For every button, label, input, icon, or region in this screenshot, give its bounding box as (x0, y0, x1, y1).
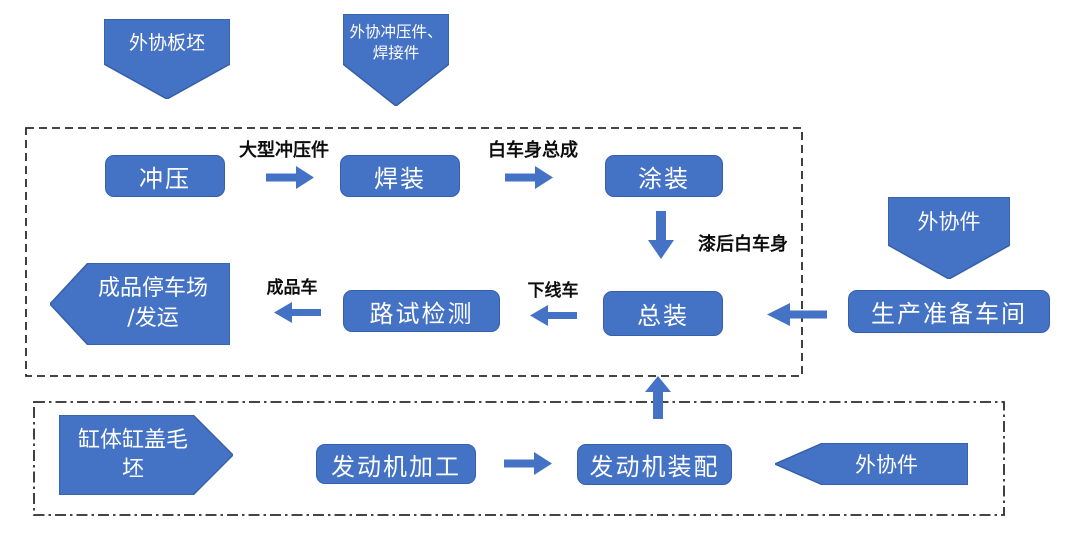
cylinder-blank-line1: 缸体缸盖毛 (77, 428, 188, 453)
outsourced-parts-bottom-pentagon: 外协件 (775, 443, 968, 485)
outsourced-parts-top-label: 外协件 (917, 209, 981, 234)
cylinder-blank-label: 缸体缸盖毛 坯 (59, 415, 233, 495)
input-stampings-weldments-pentagon: 外协冲压件、 焊接件 (343, 14, 449, 106)
input-slab-label: 外协板坯 (128, 31, 205, 54)
arrow-welding-to-painting (505, 166, 553, 189)
arrow-painting-to-assembly (648, 211, 674, 259)
cylinder-blank-pentagon: 缸体缸盖毛 坯 (59, 415, 233, 495)
road-test-box: 路试检测 (343, 290, 500, 332)
right-pentagon-shape (59, 415, 233, 495)
outsourced-parts-top-pentagon: 外协件 (888, 197, 1010, 279)
down-pentagon-shape (888, 197, 1010, 279)
arrow-assembly-to-roadtest (530, 305, 577, 326)
prep-workshop-box: 生产准备车间 (848, 290, 1050, 333)
arrow-prep-to-assembly (767, 303, 827, 326)
arrow-machining-to-engine-assembly (504, 452, 552, 475)
finished-lot-line2: /发运 (127, 306, 179, 331)
left-pentagon-shape (775, 443, 968, 485)
final-assembly-box: 总装 (603, 291, 723, 336)
vehicle-plant-boundary (25, 127, 803, 377)
offline-vehicle-label: 下线车 (527, 281, 579, 301)
input-stampings-line1: 外协冲压件、 (349, 22, 443, 41)
finished-vehicle-label: 成品车 (266, 278, 318, 298)
finished-lot-line1: 成品停车场 (97, 276, 208, 301)
engine-assembly-box: 发动机装配 (577, 444, 732, 485)
biw-assembly-label: 白车身总成 (488, 140, 578, 161)
welding-box: 焊装 (340, 155, 460, 197)
arrow-roadtest-to-lot (274, 302, 321, 323)
cylinder-blank-line2: 坯 (121, 457, 144, 482)
input-stampings-weldments-label: 外协冲压件、 焊接件 (343, 16, 449, 69)
left-pentagon-shape (50, 263, 230, 345)
large-stampings-label: 大型冲压件 (239, 140, 329, 161)
finished-lot-label: 成品停车场 /发运 (50, 263, 230, 345)
input-slab-pentagon: 外协板坯 (104, 19, 230, 99)
down-pentagon-shape (343, 14, 449, 106)
painted-biw-label: 漆后白车身 (698, 234, 788, 255)
down-pentagon-shape (104, 19, 230, 99)
outsourced-parts-bottom-label: 外协件 (855, 453, 918, 477)
input-stampings-line2: 焊接件 (372, 43, 420, 62)
arrow-stamping-to-welding (266, 166, 314, 189)
arrow-engine-to-final-assembly (645, 376, 671, 419)
engine-machining-box: 发动机加工 (316, 444, 476, 484)
stamping-box: 冲压 (105, 155, 225, 197)
engine-plant-boundary (33, 401, 1005, 516)
painting-box: 涂装 (605, 155, 723, 197)
finished-lot-pentagon: 成品停车场 /发运 (50, 263, 230, 345)
